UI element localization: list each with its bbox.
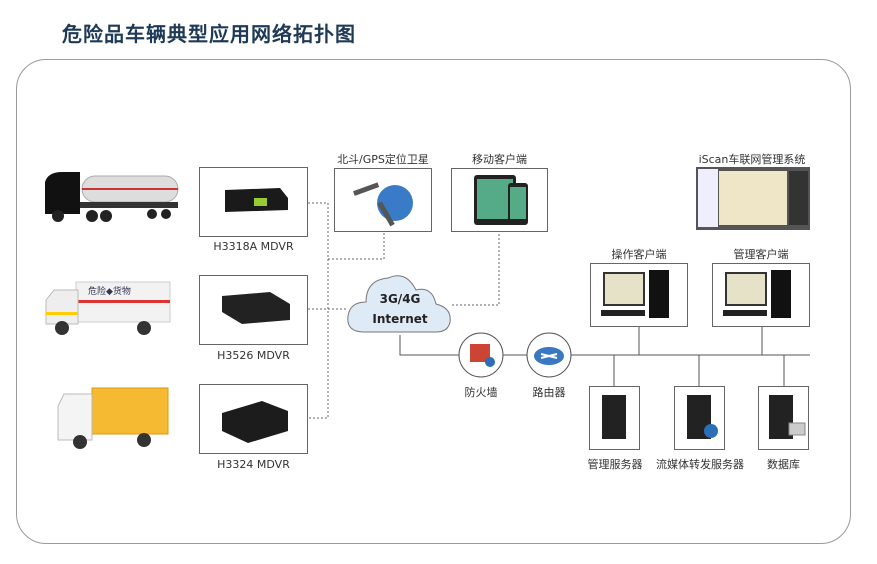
dvr-bus-dotted (308, 202, 329, 419)
satellite-globe-icon (353, 182, 413, 227)
media-server-label: 流媒体转发服务器 (656, 458, 744, 471)
h3526-dvr-box (199, 275, 308, 345)
iscan-label: iScan车联网管理系统 (698, 153, 806, 166)
router-icon (526, 332, 572, 378)
media-server-box (674, 386, 725, 450)
client-op-label: 操作客户端 (611, 248, 667, 261)
mgmt-server-box (589, 386, 640, 450)
client-mgmt-box (712, 263, 810, 327)
mobile-box (451, 168, 548, 232)
satellite-dotted (328, 232, 385, 260)
internet-cloud-icon (347, 275, 451, 333)
hazmat-box-truck-yellow-image (57, 387, 169, 449)
hazmat-box-truck-white-image: 危险◆货物 (45, 281, 171, 335)
cloud-line1: 3G/4G (379, 292, 421, 306)
mobile-label: 移动客户端 (472, 153, 527, 166)
h3318a-dvr-box (199, 167, 308, 237)
diagram-frame (16, 59, 851, 544)
firewall-label: 防火墙 (464, 386, 498, 399)
server-globe-icon (687, 395, 718, 439)
tablet-phone-icon (474, 175, 528, 225)
client-op-box (590, 263, 688, 327)
dvr-device-icon (222, 292, 290, 324)
dvr-device-icon (225, 188, 288, 212)
cloud-line2: Internet (372, 312, 428, 326)
satellite-box (334, 168, 432, 232)
satellite-label: 北斗/GPS定位卫星 (337, 153, 429, 166)
desktop-computer-icon (601, 270, 669, 318)
desktop-computer-icon (723, 270, 791, 318)
h3324-dvr-box (199, 384, 308, 454)
truck-text: 危险◆货物 (88, 285, 131, 297)
firewall-icon (458, 332, 504, 378)
client-mgmt-label: 管理客户端 (733, 248, 789, 261)
mgmt-server-label: 管理服务器 (587, 458, 643, 471)
database-box (758, 386, 809, 450)
cloud-firewall-line (399, 335, 460, 356)
server-tower-icon (602, 395, 626, 439)
h3324-label: H3324 MDVR (217, 458, 290, 471)
page-title: 危险品车辆典型应用网络拓扑图 (62, 22, 356, 46)
mobile-dotted (452, 232, 500, 306)
database-server-icon (769, 395, 806, 439)
h3318a-label: H3318A MDVR (213, 240, 294, 253)
database-label: 数据库 (767, 458, 800, 471)
router-label: 路由器 (532, 386, 566, 399)
h3526-label: H3526 MDVR (217, 349, 290, 362)
dvr-device-icon (222, 401, 288, 443)
tanker-truck-image (45, 172, 179, 222)
iscan-screenshot (696, 167, 810, 230)
